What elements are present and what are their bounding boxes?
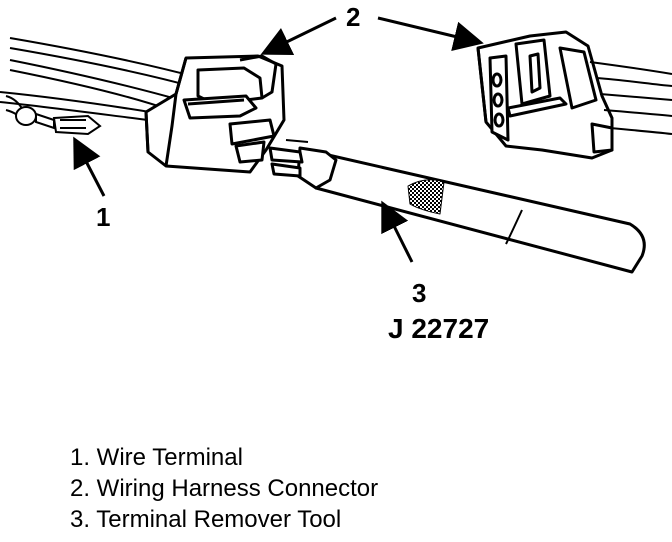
callout-1: 1 [96,202,110,232]
callout-3: 3 [412,278,426,308]
harness-connector-left [144,54,286,174]
tool-part-number: J 22727 [388,313,489,344]
arrow-1 [73,136,106,197]
arrow-2-right [377,16,484,51]
legend-item-remover-tool: 3. Terminal Remover Tool [70,506,342,533]
legend-item-wire-terminal: 1. Wire Terminal [70,444,243,471]
arrow-3 [381,200,414,263]
legend: 1. Wire Terminal 2. Wiring Harness Conne… [70,442,378,535]
legend-item-harness-connector: 2. Wiring Harness Connector [70,475,379,502]
arrow-2-left [260,16,337,56]
harness-wires-left [0,37,201,121]
terminal-remover-tool [268,139,646,274]
leader-arrows [73,16,484,263]
callout-2: 2 [346,2,360,32]
harness-connector-right [476,30,614,160]
wire-terminal [5,95,102,136]
harness-wires-right [589,61,672,135]
